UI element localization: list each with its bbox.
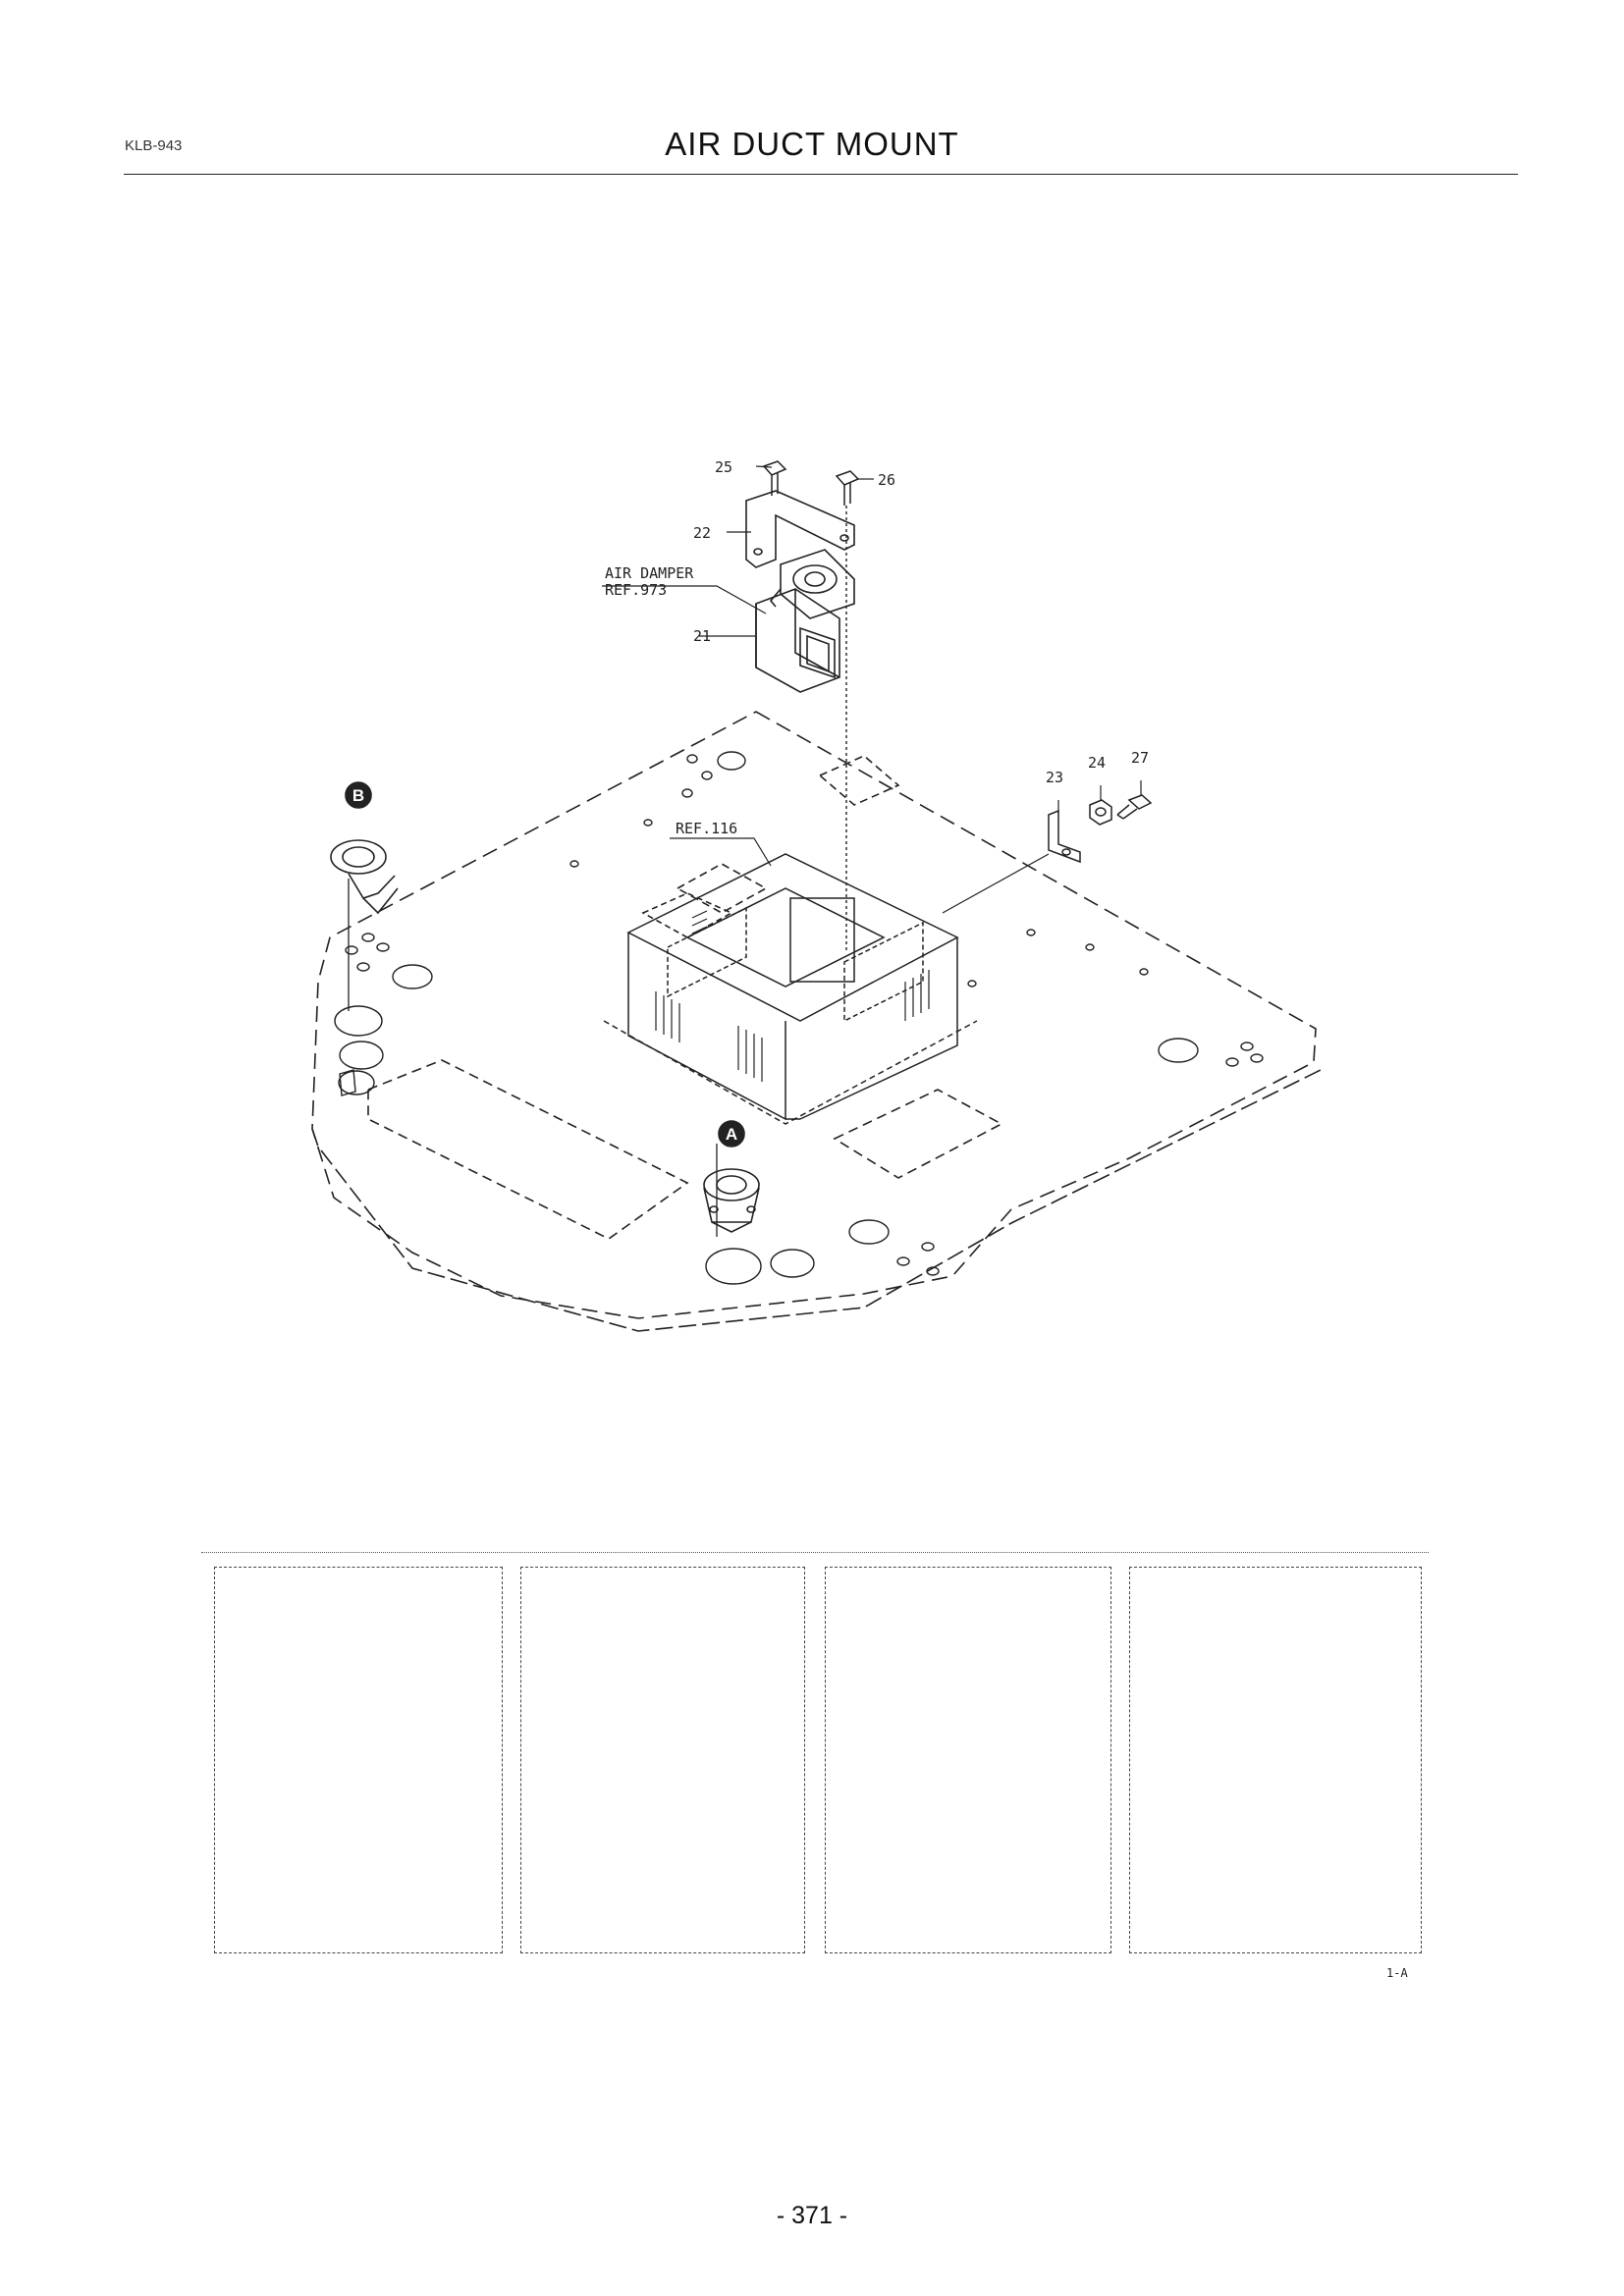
duct-a: [703, 1168, 760, 1233]
plate-cutout-mid: [676, 863, 768, 914]
screw-26: [835, 470, 860, 506]
marker-b-circle: [345, 781, 372, 809]
callout-27: 27: [1131, 749, 1149, 767]
plate-cutout-left: [367, 1059, 689, 1240]
callout-air-damper: AIR DAMPER: [605, 564, 694, 582]
central-box: [603, 853, 978, 1125]
base-plate-edge: [311, 1069, 1322, 1332]
marker-b-label: B: [352, 786, 364, 805]
plate-holes: [345, 751, 1264, 1276]
callout-21: 21: [693, 627, 711, 645]
callout-25: 25: [715, 458, 732, 476]
exploded-parts-diagram: 25 26 22 AIR DAMPER REF.973 21 REF.116 2…: [311, 458, 1322, 1332]
callout-ref-973: REF.973: [605, 581, 667, 599]
alignment-line-23: [942, 853, 1050, 914]
nut-24: [1089, 799, 1112, 826]
plate-cutout-top: [818, 755, 900, 806]
marker-a-circle: [718, 1120, 745, 1148]
panel-divider: [201, 1552, 1429, 1553]
callout-22: 22: [693, 524, 711, 542]
duct-b: [330, 839, 399, 915]
panel-code: 1-A: [1386, 1966, 1408, 1980]
marker-a-label: A: [726, 1125, 737, 1144]
callout-24: 24: [1088, 754, 1106, 772]
base-plate-outline: [311, 711, 1317, 1319]
page-title: AIR DUCT MOUNT: [665, 126, 959, 162]
gasket-plate: [641, 892, 733, 938]
empty-panel-1: [214, 1567, 503, 1953]
empty-panel-4: [1129, 1567, 1422, 1953]
duct-a-gaskets: [705, 1248, 815, 1285]
duct-b-gaskets: [334, 1005, 384, 1096]
model-code: KLB-943: [125, 137, 183, 154]
empty-panel-3: [825, 1567, 1111, 1953]
callout-23: 23: [1046, 769, 1063, 786]
callout-26: 26: [878, 471, 895, 489]
page-number: - 371 -: [776, 2202, 848, 2229]
empty-panel-2: [520, 1567, 805, 1953]
bracket: [745, 490, 855, 568]
callout-ref-116: REF.116: [676, 820, 737, 837]
leader-lines: [602, 465, 1142, 867]
bracket-23: [1048, 809, 1081, 864]
header-divider: [124, 174, 1518, 175]
plate-cutout-right: [833, 1089, 1003, 1179]
screw-27: [1116, 794, 1153, 820]
screw-25: [762, 460, 787, 496]
air-damper: [755, 549, 855, 693]
